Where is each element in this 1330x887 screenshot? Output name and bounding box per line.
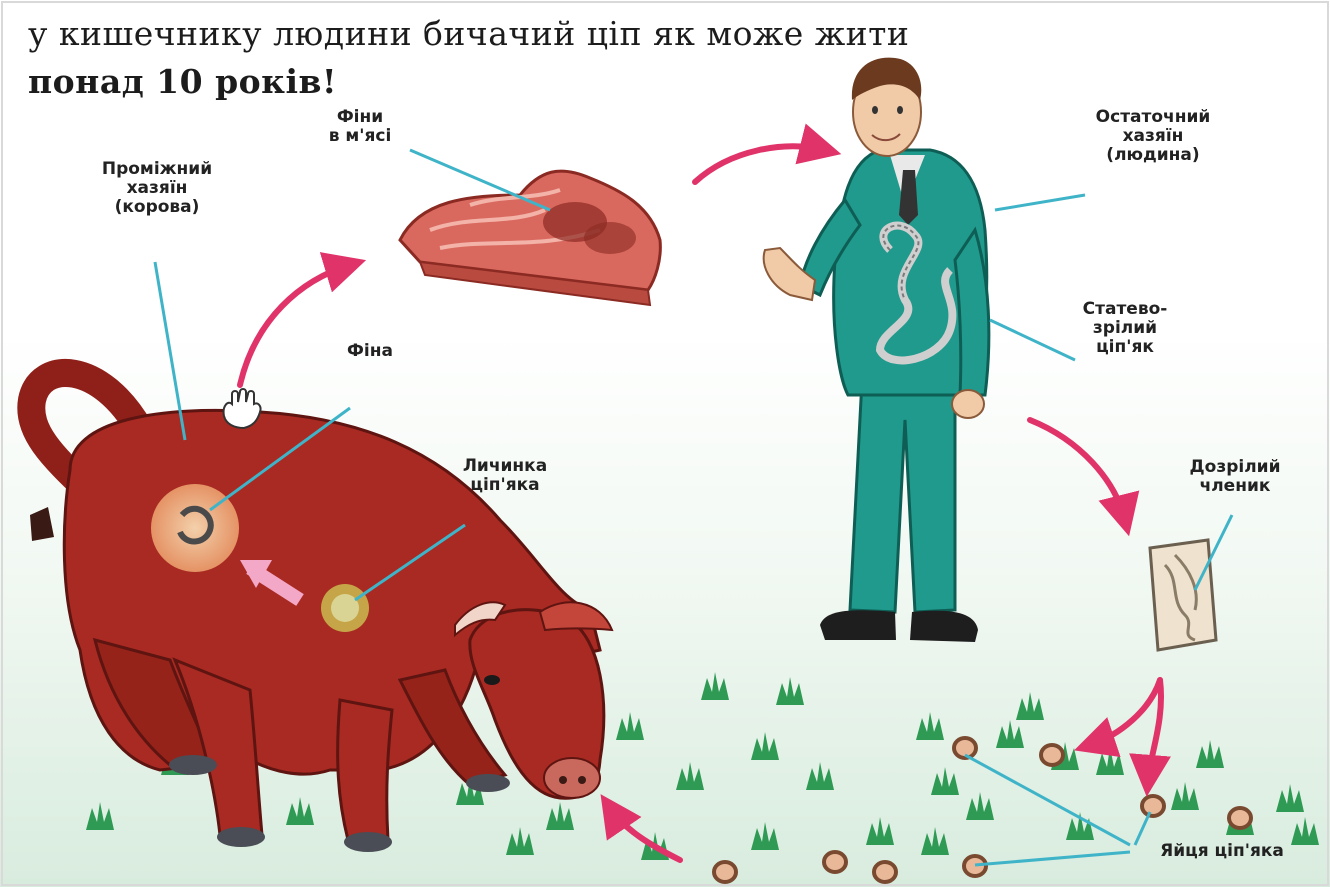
heading-line-1: у кишечнику людини бичачий ціп як може ж…	[28, 14, 909, 53]
cow-hoof	[169, 755, 217, 775]
egg-icon	[1229, 808, 1251, 828]
egg-icon	[1142, 796, 1164, 816]
segment-illustration	[1150, 540, 1216, 650]
label-cysts-in-meat: Фіни в м'ясі	[305, 108, 415, 146]
cow-hoof	[217, 827, 265, 847]
label-tapeworm-larva: Личинка ціп'яка	[445, 457, 565, 495]
cow-leg-front	[338, 700, 392, 840]
cow-snout	[544, 758, 600, 798]
egg-icon	[964, 856, 986, 876]
egg-icon	[874, 862, 896, 882]
man-hand	[764, 248, 815, 300]
arrow-meat-to-man	[695, 146, 825, 182]
egg-icon	[1041, 745, 1063, 765]
man-hand	[952, 390, 984, 418]
heading-line-2: понад 10 років!	[28, 62, 337, 101]
cow-hoof	[466, 774, 510, 792]
cow-hoof	[344, 832, 392, 852]
man-shoe	[820, 610, 896, 640]
label-intermediate-host: Проміжний хазяїн (корова)	[72, 160, 242, 217]
label-mature-tapeworm: Статево- зрілий ціп'як	[1070, 300, 1180, 357]
label-definitive-host: Остаточний хазяїн (людина)	[1068, 108, 1238, 165]
egg-icon	[824, 852, 846, 872]
cow-eye	[484, 675, 500, 685]
label-tapeworm-eggs: Яйця ціп'яка	[1132, 842, 1312, 861]
label-ripe-segment: Дозрілий членик	[1165, 458, 1305, 496]
meat-illustration	[400, 171, 660, 305]
label-cyst: Фіна	[330, 342, 410, 361]
pointer-definitive-host	[995, 195, 1085, 210]
egg-icon	[714, 862, 736, 882]
